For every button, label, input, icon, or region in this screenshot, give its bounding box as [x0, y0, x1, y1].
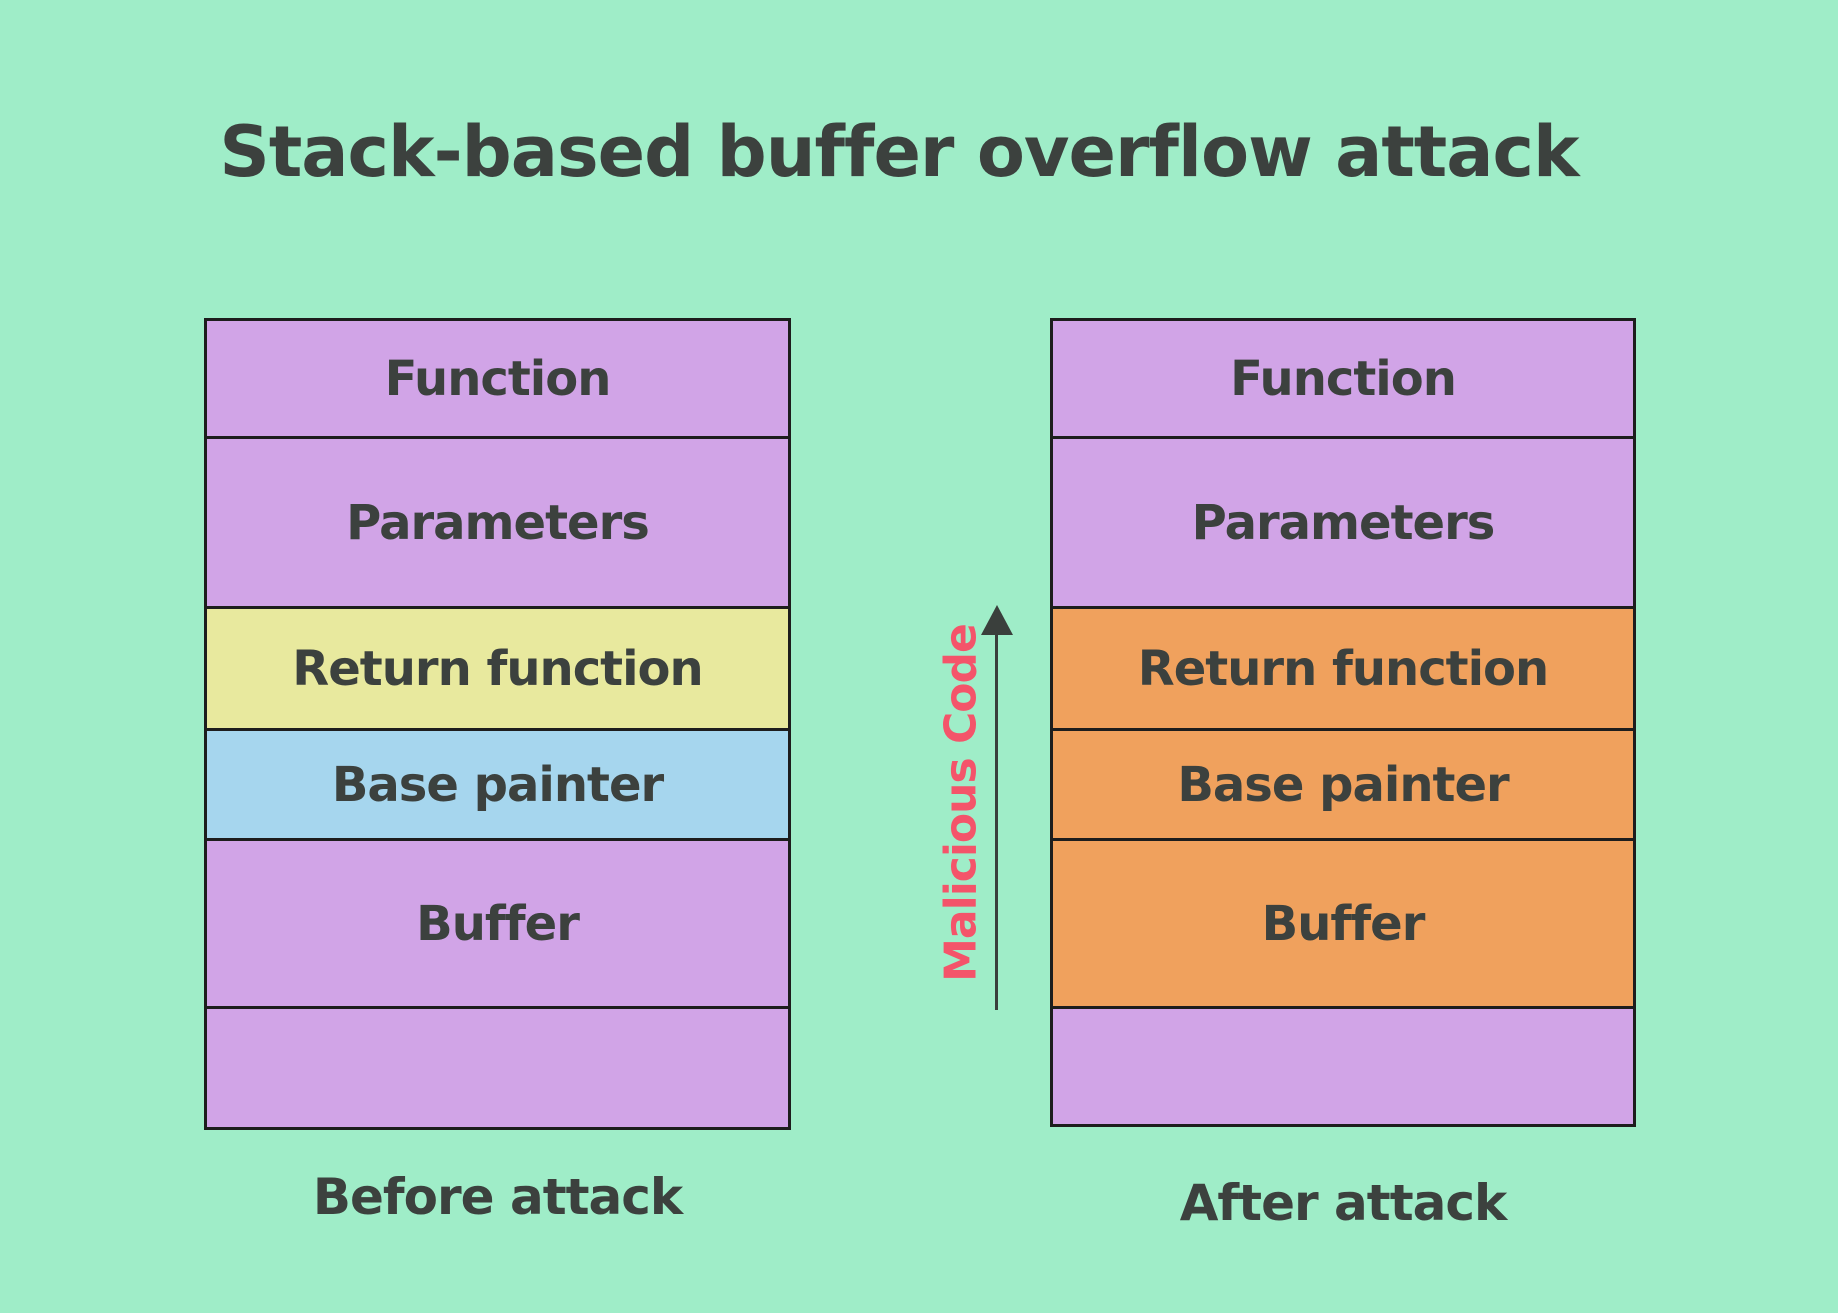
stack-row-label: Parameters	[346, 494, 650, 551]
stack-row-buffer: Buffer	[1053, 841, 1633, 1009]
stack-row-label: Function	[384, 350, 612, 407]
stack-row-function: Function	[1053, 321, 1633, 439]
after-stack: Function Parameters Return function Base…	[1050, 318, 1636, 1127]
stack-row-label: Base painter	[331, 756, 664, 813]
stack-row-return-function: Return function	[1053, 609, 1633, 731]
stack-row-label: Base painter	[1177, 756, 1509, 813]
page-title: Stack-based buffer overflow attack	[219, 111, 1579, 193]
stack-row-parameters: Parameters	[207, 439, 788, 609]
stack-row-label: Function	[1230, 350, 1457, 407]
stack-row-parameters: Parameters	[1053, 439, 1633, 609]
stack-row-label: Buffer	[1261, 895, 1426, 952]
before-stack-caption: Before attack	[312, 1168, 683, 1226]
stack-row-label: Parameters	[1191, 494, 1496, 551]
stack-row-function: Function	[207, 321, 788, 439]
stack-row-empty	[207, 1009, 788, 1127]
stack-row-base-painter: Base painter	[207, 731, 788, 841]
stack-row-base-painter: Base painter	[1053, 731, 1633, 841]
stack-row-empty	[1053, 1009, 1633, 1124]
stack-row-label: Buffer	[416, 895, 580, 952]
malicious-code-label: Malicious Code	[935, 624, 987, 982]
stack-row-label: Return function	[1137, 640, 1549, 697]
stack-row-return-function: Return function	[207, 609, 788, 731]
stack-row-buffer: Buffer	[207, 841, 788, 1009]
stack-row-label: Return function	[292, 640, 703, 697]
arrow-line	[995, 635, 998, 1010]
after-stack-caption: After attack	[1179, 1174, 1508, 1232]
before-stack: Function Parameters Return function Base…	[204, 318, 791, 1130]
arrow-up-icon	[981, 605, 1013, 635]
